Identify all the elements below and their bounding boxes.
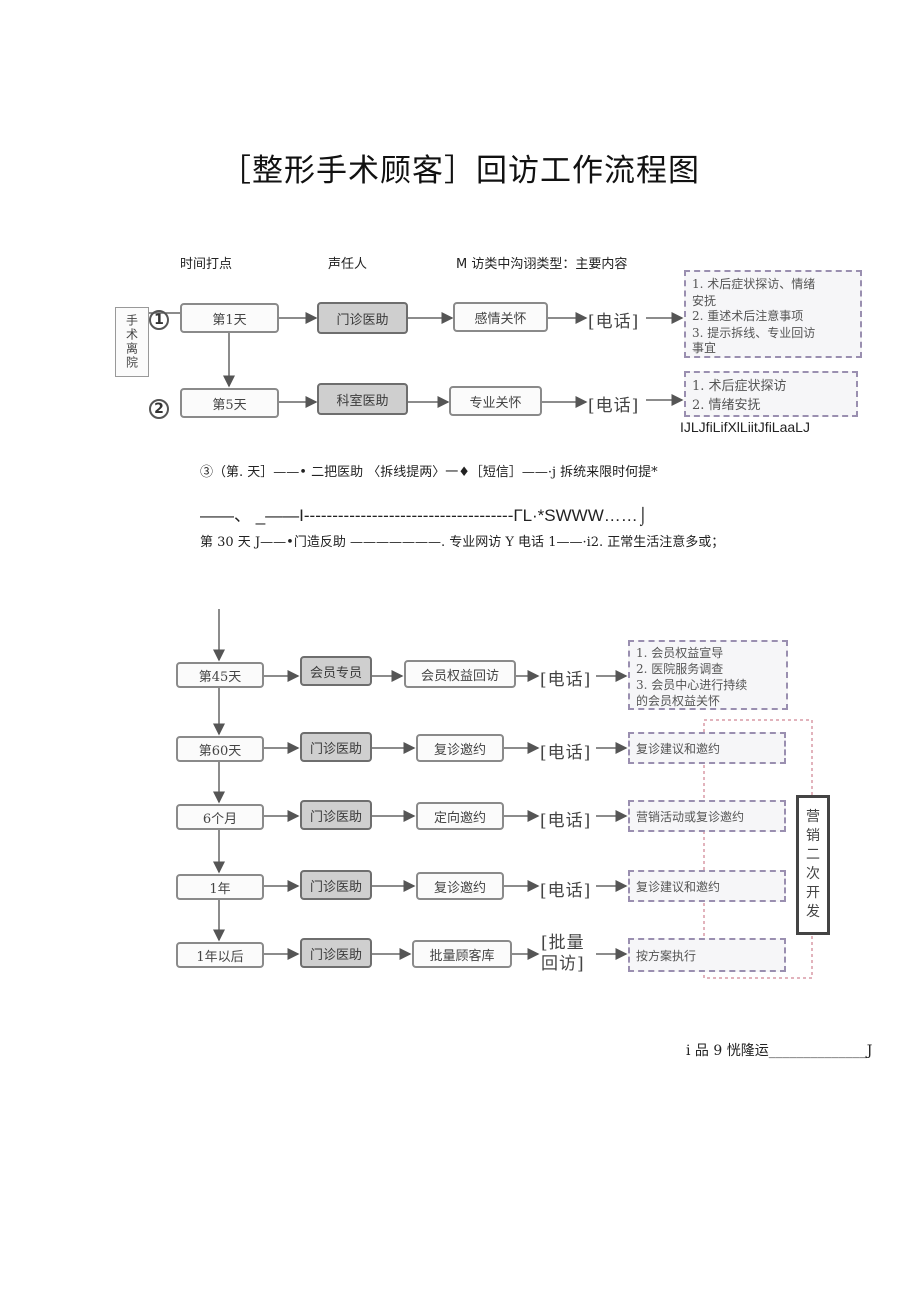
row1-owner: 门诊医助 xyxy=(317,302,408,334)
row1y-type: 复诊邀约 xyxy=(416,872,504,900)
row6m-day: 6个月 xyxy=(176,804,264,830)
row45-content-line: 2. 医院服务调查 xyxy=(636,662,724,676)
row1y-owner: 门诊医助 xyxy=(300,870,372,900)
row2-owner: 科室医助 xyxy=(317,383,408,415)
side-label-secondary-marketing: 营 销 二 次 开 发 xyxy=(796,795,830,935)
row1y-channel: [电话] xyxy=(540,881,592,901)
row2-type: 专业关怀 xyxy=(449,386,542,416)
row45-day: 第45天 xyxy=(176,662,264,688)
footer-text: i 品 9 恍隆运______________J xyxy=(686,1043,873,1059)
rowafter-day: 1年以后 xyxy=(176,942,264,968)
row60-day: 第60天 xyxy=(176,736,264,762)
garbled-text-1: IJLJfiLifXlLiitJfiLaaLJ xyxy=(680,419,810,435)
side-char: 发 xyxy=(806,904,820,920)
row60-channel: [电话] xyxy=(540,743,592,763)
page-title: ［整形手术顾客］回访工作流程图 xyxy=(220,153,700,189)
row45-content: 1. 会员权益宣导 2. 医院服务调查 3. 会员中心进行持续 的会员权益关怀 xyxy=(628,640,788,710)
row45-content-line: 1. 会员权益宣导 xyxy=(636,646,724,660)
row1-content-line: 安抚 xyxy=(692,294,717,308)
row2-content-line: 1. 术后症状探访 xyxy=(692,379,787,394)
row1y-day: 1年 xyxy=(176,874,264,900)
row6m-owner: 门诊医助 xyxy=(300,800,372,830)
row6m-channel: [电话] xyxy=(540,811,592,831)
header-time: 时间打点 xyxy=(180,257,233,272)
rowafter-channel-line1: [批量 xyxy=(541,933,585,953)
row1-type: 感情关怀 xyxy=(453,302,548,332)
row6m-type: 定向邀约 xyxy=(416,802,504,830)
flow-line-4: ——、 _——I--------------------------------… xyxy=(200,506,649,525)
row45-channel: [电话] xyxy=(540,670,592,690)
row1-day: 第1天 xyxy=(180,303,279,333)
side-char: 开 xyxy=(806,885,820,901)
rowafter-owner: 门诊医助 xyxy=(300,938,372,968)
rowafter-channel: [批量 回访] xyxy=(541,933,585,975)
header-type: M 访类中沟诩类型：主要内容 xyxy=(456,257,628,272)
flow-line-3: ③（第. 天］——• 二把医助 〈拆线提两〉一♦［短信］——·j 拆统来限时何提… xyxy=(200,465,658,480)
row60-type: 复诊邀约 xyxy=(416,734,504,762)
header-owner: 声任人 xyxy=(328,257,368,272)
step-marker-2: 2 xyxy=(149,399,169,419)
row2-content-line: 2. 情绪安抚 xyxy=(692,398,761,413)
row45-type: 会员权益回访 xyxy=(404,660,516,688)
side-label-surgery-discharge: 手术离院 xyxy=(115,307,149,377)
row2-content: 1. 术后症状探访 2. 情绪安抚 xyxy=(684,371,858,417)
rowafter-channel-line2: 回访] xyxy=(541,954,585,974)
row2-channel: [电话] xyxy=(588,396,640,416)
step-marker-1: 1 xyxy=(149,310,169,330)
rowafter-type: 批量顾客库 xyxy=(412,940,512,968)
row60-content: 复诊建议和邀约 xyxy=(628,732,786,764)
row6m-content: 营销活动或复诊邀约 xyxy=(628,800,786,832)
flow-line-5: 第 30 天 J——•门造反助 ———————. 专业网访 Y 电话 1——·i… xyxy=(200,535,725,550)
row1y-content: 复诊建议和邀约 xyxy=(628,870,786,902)
row1-content: 1. 术后症状探访、情绪 安抚 2. 重述术后注意事项 3. 提示拆线、专业回访… xyxy=(684,270,862,358)
row2-day: 第5天 xyxy=(180,388,279,418)
rowafter-content: 按方案执行 xyxy=(628,938,786,972)
row1-content-line: 1. 术后症状探访、情绪 xyxy=(692,277,816,291)
row1-channel: [电话] xyxy=(588,312,640,332)
side-char: 二 xyxy=(806,847,820,863)
side-char: 销 xyxy=(806,828,820,844)
row45-content-line: 3. 会员中心进行持续 xyxy=(636,678,748,692)
side-char: 营 xyxy=(806,809,820,825)
row60-owner: 门诊医助 xyxy=(300,732,372,762)
row1-content-line: 2. 重述术后注意事项 xyxy=(692,309,804,323)
row45-content-line: 的会员权益关怀 xyxy=(636,694,721,708)
row1-content-line: 3. 提示拆线、专业回访 xyxy=(692,326,816,340)
row45-owner: 会员专员 xyxy=(300,656,372,686)
side-char: 次 xyxy=(806,866,820,882)
row1-content-line: 事宜 xyxy=(692,341,717,355)
